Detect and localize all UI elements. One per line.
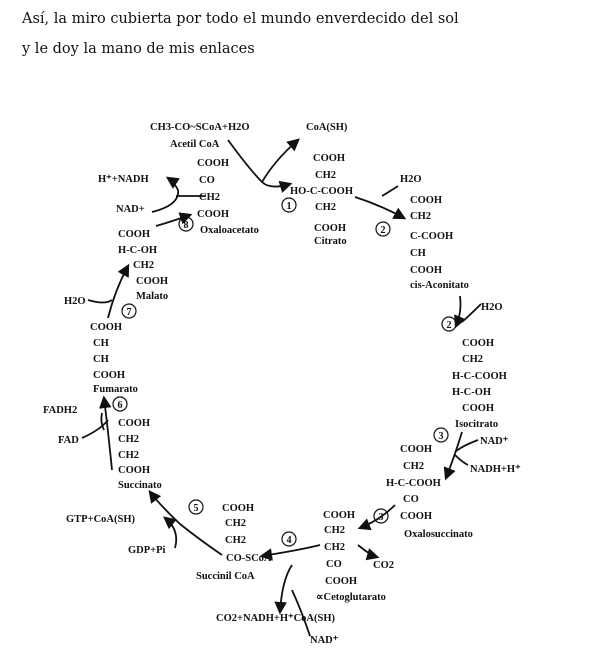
- citrate-line: COOH: [314, 223, 346, 234]
- malate-line: CH2: [133, 260, 154, 271]
- oxaloacetate-line: COOH: [197, 158, 229, 169]
- cis-aconitate-name: cis-Aconitato: [410, 280, 469, 291]
- co2-label: CO2: [373, 560, 394, 571]
- svg-text:2: 2: [447, 320, 452, 331]
- svg-text:7: 7: [127, 307, 132, 318]
- oxalosuccinate-name: Oxalosuccinato: [404, 529, 473, 540]
- succinyl-line: COOH: [222, 503, 254, 514]
- oxaloacetate-line: CO: [199, 175, 215, 186]
- nadh-3: NADH+H⁺: [470, 464, 521, 475]
- gtp-label: GTP+CoA(SH): [66, 514, 135, 525]
- oxalosuccinate-b-line: COOH: [323, 510, 355, 521]
- step-2a-marker: 2: [375, 221, 391, 237]
- acetyl-coa-name: Acetil CoA: [170, 139, 220, 150]
- cis-aconitate-line: CH: [410, 248, 426, 259]
- step-2b-marker: 2: [441, 316, 457, 332]
- fad-label: FAD: [58, 435, 79, 446]
- oxaloacetate-line: CH2: [199, 192, 220, 203]
- succinyl-name: Succinil CoA: [196, 571, 255, 582]
- cis-aconitate-line: C-COOH: [410, 231, 453, 242]
- citrate-line: HO-C-COOH: [290, 186, 353, 197]
- isocitrate-line: COOH: [462, 403, 494, 414]
- oxalosuccinate-a-line: COOH: [400, 511, 432, 522]
- svg-text:2: 2: [381, 225, 386, 236]
- oxalosuccinate-b-line: CH2: [324, 525, 345, 536]
- nad-top: NAD+: [116, 204, 145, 215]
- citrate-name: Citrato: [314, 236, 347, 247]
- h2o-1: H2O: [400, 174, 422, 185]
- svg-text:3: 3: [439, 431, 444, 442]
- fumarate-line: COOH: [90, 322, 122, 333]
- citrate-line: COOH: [313, 153, 345, 164]
- oxaloacetate-line: COOH: [197, 209, 229, 220]
- isocitrate-line: CH2: [462, 354, 483, 365]
- cis-aconitate-line: COOH: [410, 265, 442, 276]
- oxaloacetate-name: Oxaloacetato: [200, 225, 259, 236]
- fumarate-line: CH: [93, 354, 109, 365]
- step-3a-marker: 3: [433, 427, 449, 443]
- malate-line: COOH: [118, 229, 150, 240]
- succinate-line: COOH: [118, 465, 150, 476]
- svg-text:6: 6: [118, 400, 123, 411]
- step-4-marker: 4: [281, 531, 297, 547]
- malate-line: H-C-OH: [118, 245, 157, 256]
- caption-line-1: Así, la miro cubierta por todo el mundo …: [22, 11, 459, 27]
- step4-products: CO2+NADH+H⁺CoA(SH): [216, 613, 336, 624]
- step-8-marker: 8: [178, 216, 194, 232]
- caption-line-2: y le doy la mano de mis enlaces: [22, 41, 255, 57]
- isocitrate-line: COOH: [462, 338, 494, 349]
- cis-aconitate-line: CH2: [410, 211, 431, 222]
- gdp-label: GDP+Pi: [128, 545, 166, 556]
- svg-text:4: 4: [287, 535, 292, 546]
- reaction-arrows: [81, 138, 482, 637]
- isocitrate-line: H-C-OH: [452, 387, 491, 398]
- nadh-top: H⁺+NADH: [98, 174, 149, 185]
- fumarate-line: COOH: [93, 370, 125, 381]
- fumarate-name: Fumarato: [93, 384, 138, 395]
- succinyl-line: CH2: [225, 535, 246, 546]
- malate-line: COOH: [136, 276, 168, 287]
- citrate-line: CH2: [315, 202, 336, 213]
- oxalosuccinate-a-line: H-C-COOH: [386, 478, 441, 489]
- step-5-marker: 5: [188, 499, 204, 515]
- oxalosuccinate-b-line: CO: [326, 559, 342, 570]
- coa-sh-top: CoA(SH): [306, 122, 348, 133]
- nad-4: NAD⁺: [310, 635, 339, 646]
- oxalosuccinate-a-line: CO: [403, 494, 419, 505]
- svg-text:5: 5: [194, 503, 199, 514]
- succinyl-line: CO-SCoA: [226, 553, 272, 564]
- h2o-2: H2O: [481, 302, 503, 313]
- succinate-line: COOH: [118, 418, 150, 429]
- cis-aconitate-line: COOH: [410, 195, 442, 206]
- ketoglutarate-name: ∝Cetoglutarato: [316, 592, 386, 603]
- step-6-marker: 6: [112, 396, 128, 412]
- svg-text:1: 1: [287, 201, 292, 212]
- succinate-line: CH2: [118, 450, 139, 461]
- succinate-name: Succinato: [118, 480, 162, 491]
- succinate-line: CH2: [118, 434, 139, 445]
- fadh2-label: FADH2: [43, 405, 77, 416]
- step-7-marker: 7: [121, 303, 137, 319]
- oxalosuccinate-b-line: COOH: [325, 576, 357, 587]
- isocitrate-name: Isocitrato: [455, 419, 498, 430]
- acetyl-coa-formula: CH3-CO~SCoA+H2O: [150, 122, 250, 133]
- oxalosuccinate-a-line: CH2: [403, 461, 424, 472]
- oxalosuccinate-b-line: CH2: [324, 542, 345, 553]
- isocitrate-line: H-C-COOH: [452, 371, 507, 382]
- citrate-line: CH2: [315, 170, 336, 181]
- h2o-7: H2O: [64, 296, 86, 307]
- succinyl-line: CH2: [225, 518, 246, 529]
- nad-3: NAD⁺: [480, 436, 509, 447]
- svg-text:8: 8: [184, 220, 189, 231]
- fumarate-line: CH: [93, 338, 109, 349]
- oxalosuccinate-a-line: COOH: [400, 444, 432, 455]
- step-1-marker: 1: [281, 197, 297, 213]
- malate-name: Malato: [136, 291, 168, 302]
